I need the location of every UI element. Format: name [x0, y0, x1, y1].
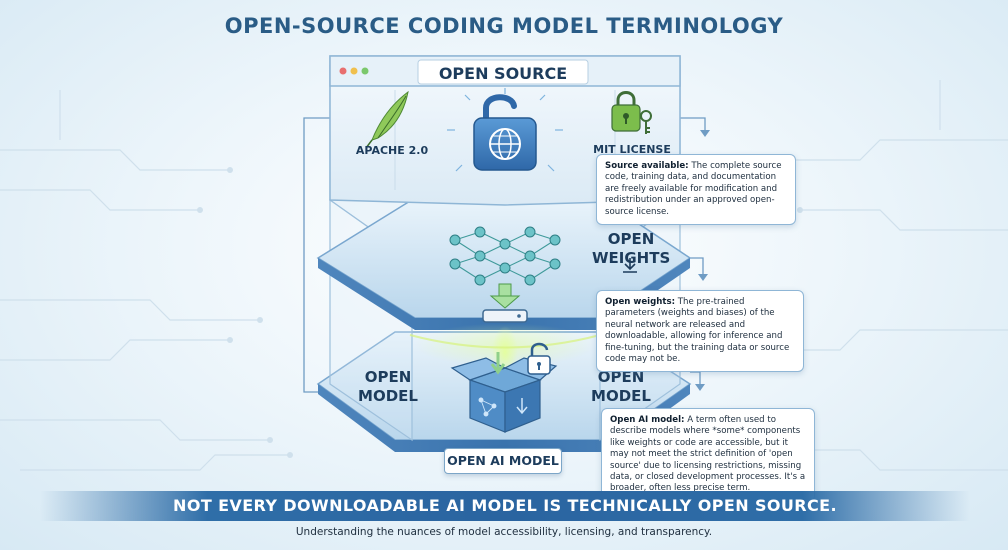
- weights-download-icon: [623, 258, 637, 273]
- open-model-right-line2: MODEL: [591, 387, 651, 405]
- download-arrow-icon: [489, 283, 521, 309]
- drive-icon: [482, 309, 528, 323]
- source-available-callout: Source available: The complete source co…: [596, 154, 796, 226]
- apache-license-label: APACHE 2.0: [355, 144, 429, 157]
- open-model-left-line2: MODEL: [358, 387, 418, 405]
- open-source-layer-title: OPEN SOURCE: [438, 64, 568, 83]
- subtitle: Understanding the nuances of model acces…: [295, 526, 713, 538]
- window-dot-green: [361, 67, 369, 75]
- source-available-text: The complete source code, training data,…: [605, 161, 782, 217]
- open-ai-model-badge: OPEN AI MODEL: [444, 448, 562, 474]
- unlocked-padlock-globe-icon: [447, 88, 563, 172]
- open-weights-text: The pre-trained parameters (weights and …: [605, 297, 790, 365]
- page-title: OPEN-SOURCE CODING MODEL TERMINOLOGY: [224, 14, 784, 38]
- open-model-right-label: OPEN MODEL: [588, 368, 654, 406]
- small-padlock-icon: [527, 342, 551, 375]
- window-dot-red: [339, 67, 347, 75]
- key-message-banner: NOT EVERY DOWNLOADABLE AI MODEL IS TECHN…: [40, 491, 970, 521]
- open-model-left-label: OPEN MODEL: [355, 368, 421, 406]
- source-available-term: Source available:: [605, 161, 689, 171]
- mit-license-label: MIT LICENSE: [593, 143, 671, 156]
- open-weights-line1: OPEN: [607, 230, 655, 248]
- feather-icon: [365, 90, 409, 149]
- open-ai-model-text: A term often used to describe models whe…: [610, 415, 806, 494]
- open-weights-term: Open weights:: [605, 297, 676, 307]
- open-ai-model-term: Open AI model:: [610, 415, 685, 425]
- open-ai-model-callout: Open AI model: A term often used to desc…: [601, 408, 815, 502]
- neural-network-icon: [449, 226, 561, 286]
- open-weights-line2: WEIGHTS: [592, 249, 671, 267]
- open-weights-label: OPEN WEIGHTS: [592, 230, 670, 268]
- window-dot-yellow: [350, 67, 358, 75]
- open-model-right-line1: OPEN: [597, 368, 645, 386]
- padlock-key-icon: [611, 91, 652, 134]
- open-model-left-line1: OPEN: [364, 368, 412, 386]
- open-weights-callout: Open weights: The pre-trained parameters…: [596, 290, 804, 373]
